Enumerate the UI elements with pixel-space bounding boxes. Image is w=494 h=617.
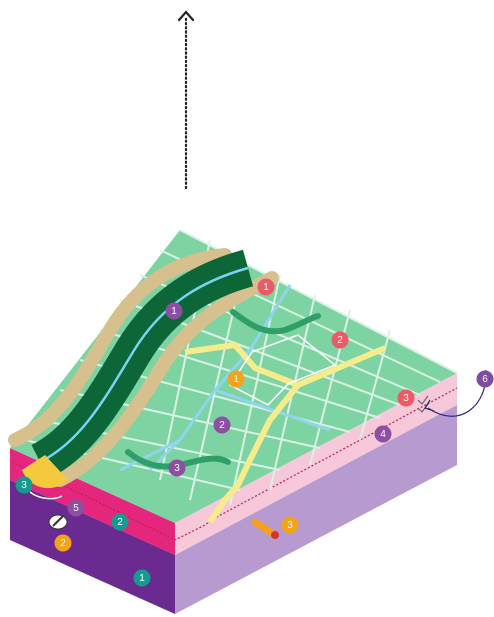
badge-purple-1: 1	[166, 303, 183, 320]
badge-number: 2	[60, 538, 66, 549]
badge-red-2: 2	[332, 332, 349, 349]
badge-number: 3	[174, 463, 180, 474]
badge-number: 2	[219, 420, 225, 431]
badge-number: 3	[21, 480, 27, 491]
badge-number: 6	[482, 374, 488, 385]
badge-red-3: 3	[398, 390, 415, 407]
badge-number: 2	[117, 517, 123, 528]
badge-purple-5: 5	[68, 500, 85, 517]
badge-teal-1: 1	[134, 570, 151, 587]
badge-number: 4	[380, 429, 386, 440]
badge-number: 3	[287, 520, 293, 531]
badge-number: 1	[139, 573, 145, 584]
badge-red-1: 1	[258, 279, 275, 296]
badge-teal-3: 3	[16, 477, 33, 494]
badge-number: 1	[263, 282, 269, 293]
badge-purple-2: 2	[214, 417, 231, 434]
badge-number: 2	[337, 335, 343, 346]
badge-orange-2: 2	[55, 535, 72, 552]
badge-orange-3: 3	[282, 517, 299, 534]
badge-number: 3	[403, 393, 409, 404]
badge-orange-1: 1	[228, 371, 245, 388]
badge-teal-2: 2	[112, 514, 129, 531]
badge-purple-4: 4	[375, 426, 392, 443]
badge-number: 5	[73, 503, 79, 514]
badge-purple-3: 3	[169, 460, 186, 477]
badge-violet-6: 6	[477, 371, 494, 388]
brush-icon	[49, 515, 67, 529]
badge-number: 1	[171, 306, 177, 317]
badge-number: 1	[233, 374, 239, 385]
upward-dotted-arrow	[179, 12, 193, 188]
